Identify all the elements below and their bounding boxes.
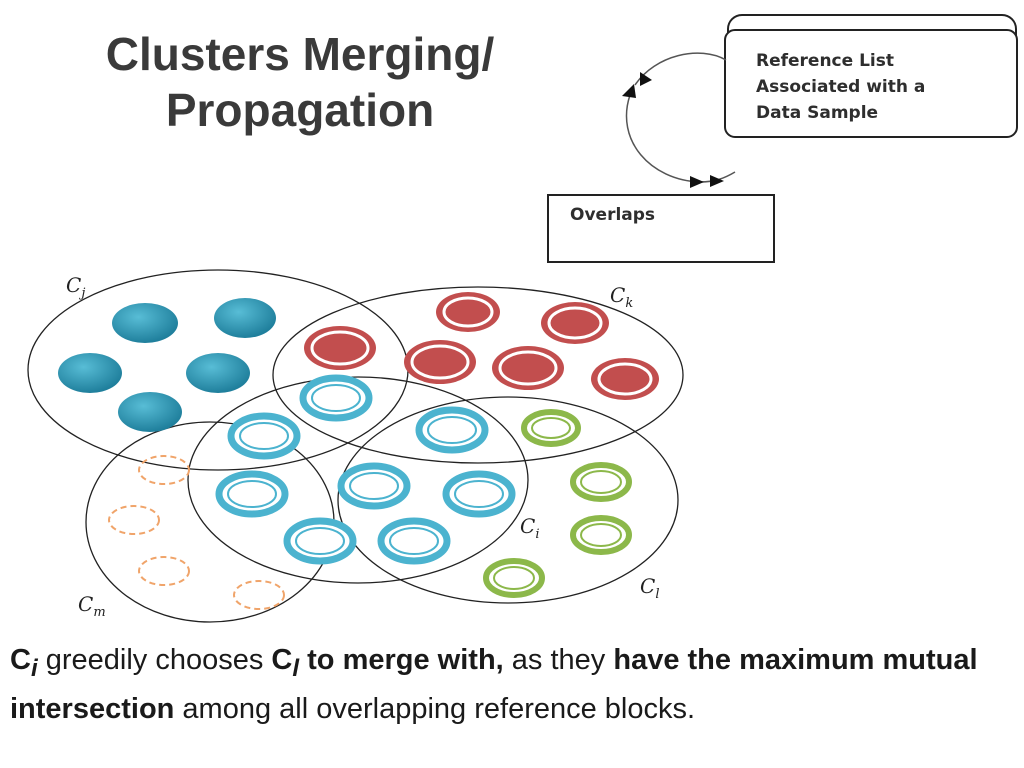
- orange-dashed-ring: [138, 455, 190, 485]
- arrow-head-left: [622, 84, 636, 98]
- reference-line-1: Reference List: [756, 51, 894, 71]
- green-ring-points: [483, 409, 632, 598]
- overlaps-label: Overlaps: [570, 205, 656, 225]
- blue-ring: [377, 517, 451, 565]
- blue-ball: [112, 303, 178, 343]
- reference-list-box: [724, 14, 1018, 138]
- blue-ring: [215, 470, 289, 518]
- cluster-cm-outline: [85, 421, 335, 623]
- reference-line-3: Data Sample: [756, 103, 879, 123]
- orange-dashed-ring: [233, 580, 285, 610]
- blue-ring: [415, 406, 489, 454]
- blue-ring: [227, 412, 301, 460]
- red-ring: [404, 340, 476, 384]
- overlaps-box: [547, 194, 775, 263]
- green-ring: [570, 462, 632, 502]
- blue-ball: [118, 392, 182, 432]
- red-ring: [436, 292, 500, 332]
- green-ring: [521, 409, 581, 447]
- cluster-label-ck: Ck: [610, 283, 634, 311]
- cluster-label-ci: Ci: [520, 514, 540, 542]
- cluster-label-cm: Cm: [78, 592, 106, 620]
- cluster-ci-outline: [187, 376, 529, 584]
- caption-text-3: as they: [503, 644, 614, 676]
- blue-ring: [337, 462, 411, 510]
- blue-ring-points: [215, 374, 516, 565]
- slide-title: Clusters Merging/ Propagation: [40, 26, 560, 138]
- arrow-heads: [622, 72, 724, 188]
- cluster-label-cj: Cj: [66, 273, 86, 301]
- arrow-head-bottom-2: [710, 175, 724, 187]
- title-line-2: Propagation: [165, 84, 435, 136]
- orange-dashed-points: [108, 455, 285, 610]
- cluster-diagram: [27, 14, 1018, 623]
- cluster-label-cl: Cl: [640, 574, 660, 602]
- arrow-head-bottom-1: [690, 176, 704, 188]
- blue-ring: [283, 517, 357, 565]
- red-ring: [304, 326, 376, 370]
- orange-dashed-ring: [138, 556, 190, 586]
- reference-list-label: Reference List Associated with a Data Sa…: [756, 48, 1006, 126]
- green-ring: [570, 515, 632, 555]
- cluster-ck-outline: [272, 286, 684, 464]
- orange-dashed-ring: [108, 505, 160, 535]
- caption-text-5: among all overlapping reference blocks.: [174, 692, 696, 725]
- blue-ball: [214, 298, 276, 338]
- caption-cl: Cl: [271, 644, 300, 682]
- title-line-1: Clusters Merging/: [105, 28, 495, 80]
- arrow-head-top: [640, 72, 652, 86]
- caption-text-1: greedily chooses: [37, 644, 272, 676]
- caption-text-2: to merge with,: [299, 644, 504, 676]
- caption: Ci greedily chooses Cl to merge with, as…: [10, 640, 1010, 730]
- caption-ci: Ci: [10, 644, 38, 682]
- red-points: [304, 292, 659, 400]
- red-ring: [591, 358, 659, 400]
- cycle-arrows: [625, 52, 736, 183]
- green-ring: [483, 558, 545, 598]
- cluster-cl-outline: [337, 396, 679, 604]
- blue-ball: [186, 353, 250, 393]
- reference-line-2: Associated with a: [756, 77, 926, 97]
- blue-ring: [299, 374, 373, 422]
- red-ring: [541, 302, 609, 344]
- red-ring: [492, 346, 564, 390]
- blue-filled-points: [58, 298, 276, 432]
- caption-text-4: have the maximum mutual intersection: [10, 644, 978, 725]
- blue-ring: [442, 470, 516, 518]
- blue-ball: [58, 353, 122, 393]
